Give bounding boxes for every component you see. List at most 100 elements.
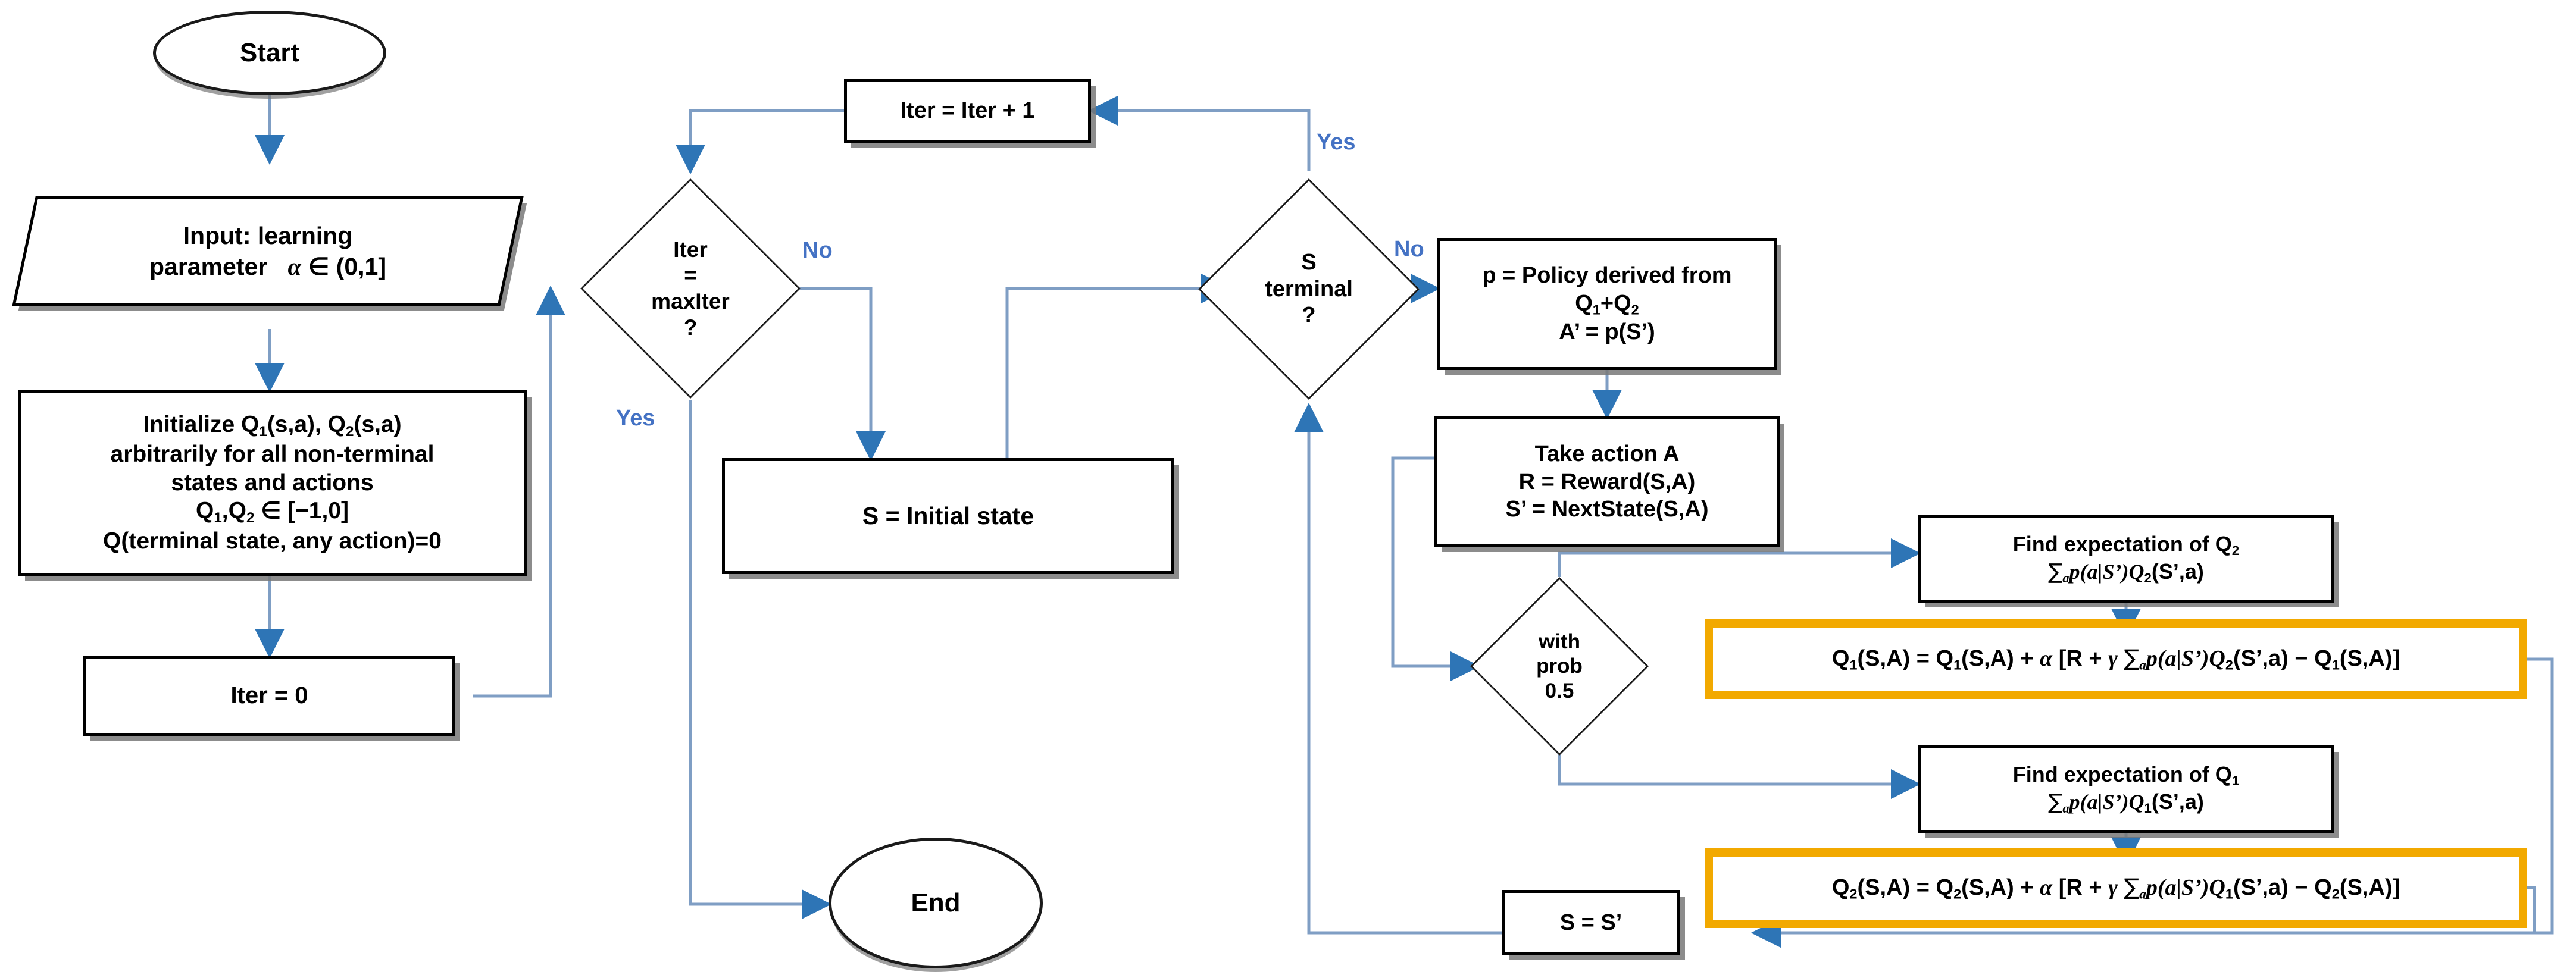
node-initialize[interactable]: Initialize Q1(s,a), Q2(s,a) arbitrarily … [18, 390, 527, 576]
input-label-group: Input: learning parameter α ∈ (0,1] [24, 196, 512, 306]
take-action-line1: Take action A [1534, 441, 1680, 467]
node-update-q1[interactable]: Q1(S,A) = Q1(S,A) + α [R + γ ∑ap(a|S’)Q2… [1705, 619, 2527, 699]
node-s-initial[interactable]: S = Initial state [722, 458, 1174, 574]
initialize-l4sub1: 1 [214, 510, 222, 526]
iter-check-line4: ? [683, 315, 698, 340]
uq2-p6: p(a|S’)Q [2146, 874, 2225, 900]
input-line2: parameter α ∈ (0,1] [149, 252, 386, 282]
edge-itercheck-yes-to-end [689, 400, 831, 919]
input-line2-prefix: parameter [149, 252, 268, 280]
policy-l1a: p = Policy derived from Q [1482, 263, 1732, 316]
uq1-p6: p(a|S’)Q [2146, 645, 2225, 671]
uq1-sumsub: a [2139, 657, 2146, 673]
policy-line2: A’ = p(S’) [1559, 319, 1655, 345]
uq1-p2: (S,A) = Q [1857, 645, 1954, 671]
node-end-label: End [911, 888, 961, 917]
take-action-line2: R = Reward(S,A) [1518, 469, 1696, 494]
expect-q1-l1sub: 1 [2231, 773, 2240, 788]
node-start[interactable]: Start [153, 11, 386, 95]
node-iter-increment[interactable]: Iter = Iter + 1 [844, 79, 1091, 143]
uq1-s3: 2 [2225, 657, 2233, 673]
node-take-action[interactable]: Take action A R = Reward(S,A) S’ = NextS… [1434, 416, 1780, 547]
uq2-p3: (S,A) + [1961, 874, 2040, 900]
uq2-p2: (S,A) = Q [1857, 874, 1954, 900]
node-expect-q2[interactable]: Find expectation of Q2 ∑ap(a|S’)Q2(S’,a) [1918, 515, 2334, 603]
initialize-line2: arbitrarily for all non-terminal [110, 441, 434, 468]
uq2-s2: 2 [1953, 886, 1962, 902]
initialize-l1b: (s,a), Q [267, 411, 346, 437]
expect-q1-bodya: p(a|S’)Q [2069, 790, 2144, 814]
uq1-p5 [2118, 646, 2124, 671]
iter-zero-label: Iter = 0 [230, 682, 308, 709]
initialize-l4b: ,Q [221, 498, 246, 524]
take-action-line3: S’ = NextState(S,A) [1505, 497, 1709, 522]
update-q1-formula: Q1(S,A) = Q1(S,A) + α [R + γ ∑ap(a|S’)Q2… [1824, 641, 2408, 678]
node-input[interactable]: Input: learning parameter α ∈ (0,1] [12, 196, 524, 306]
input-line2-rel: ∈ (0,1] [308, 252, 386, 280]
initialize-l1c: (s,a) [354, 411, 402, 437]
expect-q2-sumsub: a [2062, 570, 2069, 586]
s-terminal-line3: ? [1302, 303, 1316, 328]
with-prob-line2: prob [1536, 654, 1583, 678]
edge-iterinc-to-itercheck [676, 109, 844, 174]
node-start-label: Start [239, 38, 300, 67]
initialize-l1sub1: 1 [259, 423, 267, 440]
expect-q1-line2: ∑ap(a|S’)Q1(S’,a) [2013, 789, 2239, 816]
node-s-terminal[interactable]: S terminal ? [1198, 178, 1420, 400]
take-action-text: Take action A R = Reward(S,A) S’ = NextS… [1497, 437, 1717, 526]
uq1-alpha: α [2040, 645, 2053, 671]
edge-withprob-to-expectq1 [1558, 754, 1921, 799]
expect-q2-l1sub: 2 [2231, 543, 2240, 558]
edge-sterminal-yes-to-iterinc [1088, 96, 1311, 171]
with-prob-label-group: with prob 0.5 [1470, 577, 1649, 756]
uq1-gamma: γ [2108, 645, 2118, 671]
edge-label-sterminal-yes: Yes [1317, 130, 1356, 155]
policy-text: p = Policy derived from Q1+Q2 A’ = p(S’) [1440, 258, 1774, 349]
input-line1: Input: learning [183, 222, 353, 250]
uq1-s1: 1 [1849, 657, 1858, 673]
edge-label-itercheck-no: No [802, 238, 833, 263]
uq2-p8: (S,A)] [2339, 874, 2400, 900]
uq1-s2: 1 [1953, 657, 1962, 673]
uq2-p7: (S’,a) − Q [2233, 874, 2332, 900]
uq1-p7: (S’,a) − Q [2233, 645, 2332, 671]
with-prob-line3: 0.5 [1545, 679, 1574, 703]
expect-q1-bodyb: (S’,a) [2151, 789, 2204, 814]
node-end[interactable]: End [829, 838, 1043, 968]
expect-q2-text: Find expectation of Q2 ∑ap(a|S’)Q2(S’,a) [2005, 528, 2247, 590]
node-iter-zero[interactable]: Iter = 0 [83, 656, 455, 736]
uq2-p1: Q [1831, 874, 1850, 900]
edge-sinitial-to-sterminal [1005, 274, 1231, 458]
uq2-gamma: γ [2108, 874, 2118, 900]
initialize-text: Initialize Q1(s,a), Q2(s,a) arbitrarily … [95, 407, 450, 559]
uq2-sum: ∑ [2124, 873, 2140, 900]
expect-q2-bodyb: (S’,a) [2151, 559, 2204, 584]
node-s-assign[interactable]: S = S’ [1502, 890, 1680, 955]
edge-label-sterminal-no: No [1394, 237, 1424, 262]
s-terminal-line2: terminal [1265, 276, 1353, 302]
edge-withprob-to-expectq2 [1558, 538, 1921, 577]
node-expect-q1[interactable]: Find expectation of Q1 ∑ap(a|S’)Q1(S’,a) [1918, 745, 2334, 833]
s-terminal-label-group: S terminal ? [1198, 178, 1420, 400]
expect-q2-sum: ∑ [2048, 560, 2063, 584]
uq2-p5 [2118, 875, 2124, 900]
uq1-s4: 1 [2331, 657, 2340, 673]
expect-q1-bodysub: 1 [2144, 801, 2152, 816]
uq1-p3: (S,A) + [1961, 645, 2040, 671]
node-iter-check[interactable]: Iter = maxIter ? [580, 178, 801, 399]
expect-q2-line1: Find expectation of Q2 [2013, 531, 2239, 559]
node-update-q2[interactable]: Q2(S,A) = Q2(S,A) + α [R + γ ∑ap(a|S’)Q1… [1705, 848, 2527, 928]
initialize-l4a: Q [195, 498, 214, 524]
s-assign-label: S = S’ [1559, 910, 1622, 935]
initialize-l1a: Initialize Q [143, 411, 260, 437]
initialize-l4c: ∈ [−1,0] [254, 498, 349, 524]
policy-l1b: +Q [1600, 290, 1631, 316]
update-q2-formula: Q2(S,A) = Q2(S,A) + α [R + γ ∑ap(a|S’)Q1… [1824, 870, 2408, 907]
uq2-s1: 2 [1849, 886, 1858, 902]
node-with-prob[interactable]: with prob 0.5 [1470, 577, 1649, 756]
edge-takeaction-to-withprob [1391, 456, 1480, 681]
node-policy[interactable]: p = Policy derived from Q1+Q2 A’ = p(S’) [1437, 238, 1777, 370]
iter-check-line1: Iter [673, 237, 708, 262]
